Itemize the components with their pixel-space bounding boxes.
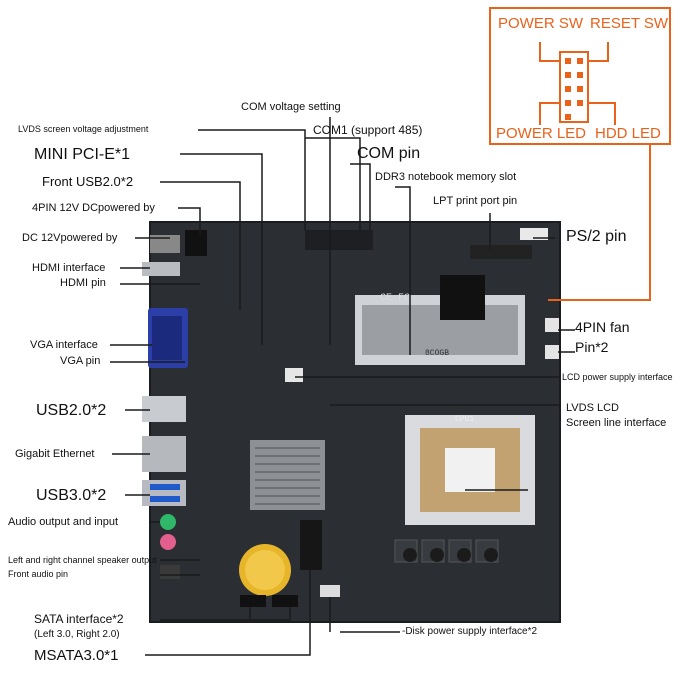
front-audio-label: Front audio pin (8, 569, 69, 579)
front-usb-label: Front USB2.0*2 (42, 174, 134, 189)
hdmi-port (142, 262, 180, 276)
front-panel-box (489, 7, 671, 145)
usb3-port (142, 480, 186, 506)
power-sw-label: POWER SW (498, 15, 583, 32)
fan-label-1: 4PIN fan (575, 319, 630, 335)
audio-jack-green (160, 514, 176, 530)
sata-label-2: (Left 3.0, Right 2.0) (34, 629, 120, 640)
ram-silkscreen: 8COGB (425, 349, 449, 358)
ddr3-label: DDR3 notebook memory slot (375, 171, 517, 183)
lvds-lcd-label-1: LVDS LCD (566, 402, 619, 414)
pch-heatsink (250, 440, 325, 510)
com-voltage-label: COM voltage setting (241, 101, 341, 113)
lcd-power-label: LCD power supply interface (562, 372, 673, 382)
msata-slot (300, 520, 322, 570)
super-io-chip (440, 275, 485, 320)
fan-label-2: Pin*2 (575, 339, 609, 355)
ce-fcc-mark: CE FC (380, 293, 410, 304)
reset-sw-label: RESET SW (590, 15, 669, 32)
speaker-label: Left and right channel speaker output (8, 555, 157, 565)
usb2-label: USB2.0*2 (36, 402, 107, 419)
audio-jack-pink (160, 534, 176, 550)
hdmi-interface-label: HDMI interface (32, 262, 106, 274)
gigabit-label: Gigabit Ethernet (15, 448, 95, 460)
sata-label-1: SATA interface*2 (34, 612, 124, 626)
usb3-label: USB3.0*2 (36, 487, 107, 504)
lpt-label: LPT print port pin (433, 195, 518, 207)
com1-label: COM1 (support 485) (313, 123, 423, 137)
vga-interface-label: VGA interface (30, 339, 98, 351)
pin4-12v-label: 4PIN 12V DCpowered by (32, 202, 155, 214)
cpu-silkscreen: CPU1 (455, 415, 474, 424)
audio-label: Audio output and input (8, 516, 119, 528)
dc-jack (150, 235, 180, 253)
com-pin-label: COM pin (357, 145, 421, 162)
lvds-voltage-label: LVDS screen voltage adjustment (18, 124, 149, 134)
msata-label: MSATA3.0*1 (34, 647, 119, 664)
ps2-label: PS/2 pin (566, 228, 627, 245)
disk-power-label: -Disk power supply interface*2 (402, 626, 538, 637)
vga-pin-label: VGA pin (60, 355, 101, 367)
dc12v-label: DC 12Vpowered by (22, 232, 118, 244)
mini-pcie-label: MINI PCI-E*1 (34, 146, 131, 163)
usb2-port (142, 396, 186, 422)
hdd-led-label: HDD LED (595, 125, 661, 142)
power-led-label: POWER LED (496, 125, 587, 142)
hdmi-pin-label: HDMI pin (60, 277, 106, 289)
lvds-lcd-label-2: Screen line interface (566, 417, 667, 429)
